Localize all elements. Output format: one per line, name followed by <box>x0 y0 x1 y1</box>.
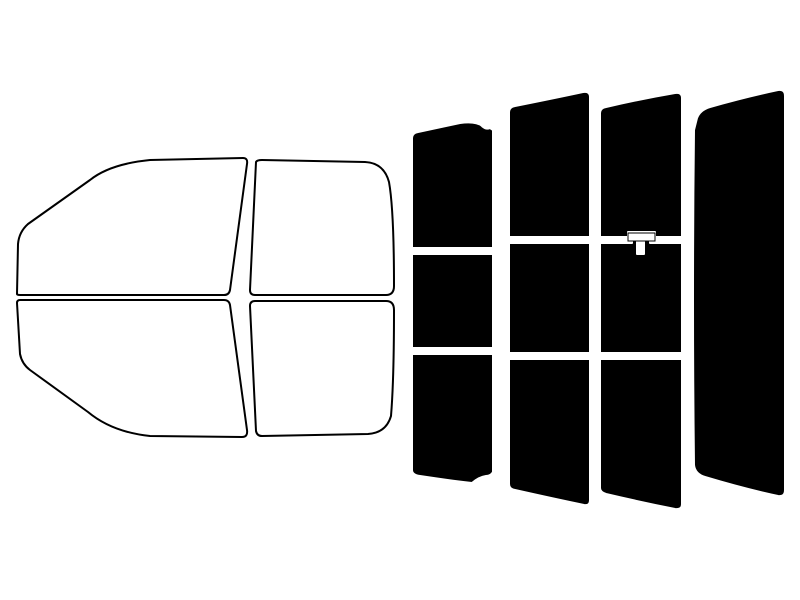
column-2 <box>508 90 591 507</box>
rear-door-lower-window[interactable] <box>249 300 395 437</box>
column-3-bottom-pane[interactable] <box>599 358 683 511</box>
column-2-bottom-pane[interactable] <box>508 358 591 507</box>
column-1 <box>411 121 494 484</box>
column-1-top-pane[interactable] <box>411 121 494 249</box>
column-3 <box>599 91 683 511</box>
front-door-lower-window[interactable] <box>16 299 249 438</box>
rear-door-upper-window[interactable] <box>249 159 395 296</box>
column-3-middle-pane[interactable] <box>599 239 683 354</box>
front-door-upper-window[interactable] <box>16 157 249 296</box>
side-window-group <box>16 157 395 438</box>
column-2-top-pane[interactable] <box>508 90 591 238</box>
column-1-middle-pane[interactable] <box>411 253 494 349</box>
column-4 <box>692 88 786 498</box>
rear-window-group <box>411 88 786 511</box>
column-4-full-pane[interactable] <box>692 88 786 498</box>
column-1-bottom-pane[interactable] <box>411 353 494 484</box>
third-brake-light-notch <box>627 232 656 242</box>
column-3-top-pane[interactable] <box>599 91 683 238</box>
column-2-middle-pane[interactable] <box>508 242 591 354</box>
